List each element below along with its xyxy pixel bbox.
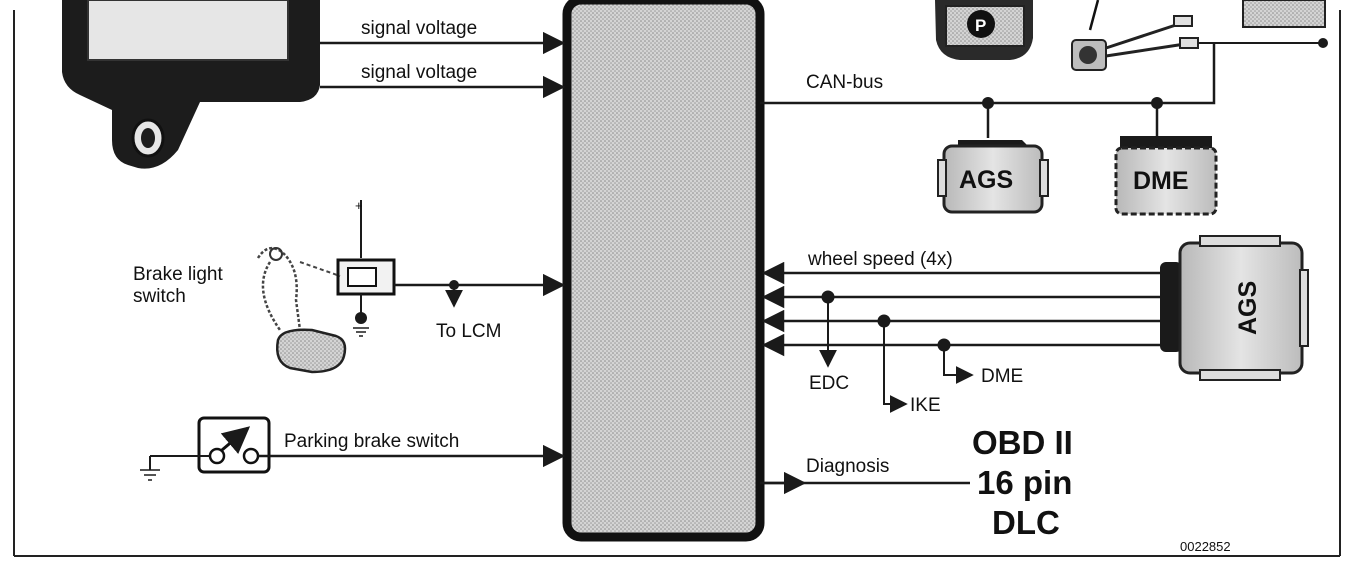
- ags-module-right: AGS: [1160, 235, 1309, 381]
- brake-light-switch-label-1: Brake light: [133, 264, 223, 285]
- dme-label: DME: [981, 366, 1023, 387]
- signal-voltage-label-2: signal voltage: [361, 62, 477, 83]
- brake-switch-icon: +: [299, 198, 396, 337]
- ags-module-top: AGS: [937, 140, 1049, 214]
- obd-line-1: OBD II: [972, 424, 1073, 461]
- diagnosis-label: Diagnosis: [806, 456, 889, 477]
- wheel-sensor-icon: [1071, 0, 1199, 71]
- edc-label: EDC: [809, 373, 849, 394]
- svg-text:P: P: [975, 16, 986, 35]
- brake-light-switch-label-2: switch: [133, 286, 186, 307]
- ags-top-label: AGS: [959, 166, 1013, 194]
- plus-sign: +: [355, 198, 363, 213]
- parking-lock-icon: P: [935, 0, 1033, 60]
- sensor-module-icon: [62, 0, 320, 169]
- can-bus-label: CAN-bus: [806, 72, 883, 93]
- brake-pedal-icon: [256, 246, 347, 374]
- obd-line-3: DLC: [992, 504, 1060, 541]
- ike-line: [883, 321, 908, 413]
- dme-module-top: DME: [1114, 136, 1218, 216]
- parking-brake-switch-icon: [140, 416, 271, 481]
- ike-label: IKE: [910, 395, 941, 416]
- dme-top-label: DME: [1133, 167, 1189, 195]
- obd-line-2: 16 pin: [977, 464, 1072, 501]
- parking-brake-switch-label: Parking brake switch: [284, 431, 459, 452]
- can-bus-line: [760, 43, 1216, 105]
- figure-number: 0022852: [1180, 539, 1231, 554]
- to-lcm-label: To LCM: [436, 321, 501, 342]
- top-right-module-icon: [1242, 0, 1326, 28]
- sensor-wire-node: [1318, 38, 1328, 48]
- ags-right-label: AGS: [1234, 281, 1262, 335]
- dme-line: [943, 345, 974, 384]
- wheel-speed-label: wheel speed (4x): [807, 249, 953, 270]
- control-module: [562, 0, 765, 542]
- signal-voltage-label-1: signal voltage: [361, 18, 477, 39]
